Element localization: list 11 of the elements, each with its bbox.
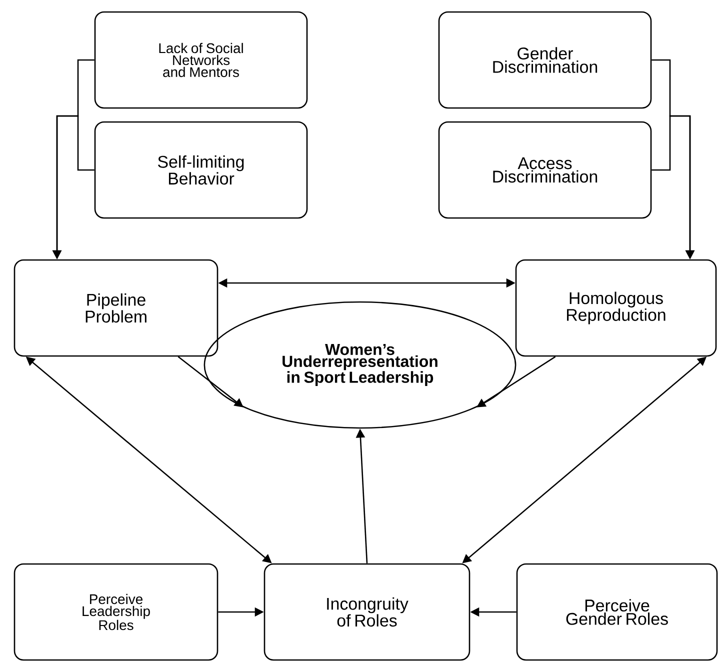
rounded-box: Homologous Reproduction [515, 259, 717, 357]
rounded-box: Perceive Leadership Roles [14, 563, 218, 661]
rounded-box: Lack of Social Networks and Mentors [94, 11, 308, 109]
rounded-box: Self-limiting Behavior [94, 121, 308, 219]
rounded-box: Perceive Gender Roles [516, 563, 718, 661]
rounded-box: Access Discrimination [438, 121, 652, 219]
ellipse-node: Women’s Underrepresentation in Sport Leadership [204, 301, 516, 429]
rounded-box: Pipeline Problem [14, 259, 218, 357]
rounded-box: Incongruity of Roles [264, 563, 470, 661]
arrow [178, 356, 244, 408]
rounded-box: Gender Discrimination [438, 11, 652, 109]
